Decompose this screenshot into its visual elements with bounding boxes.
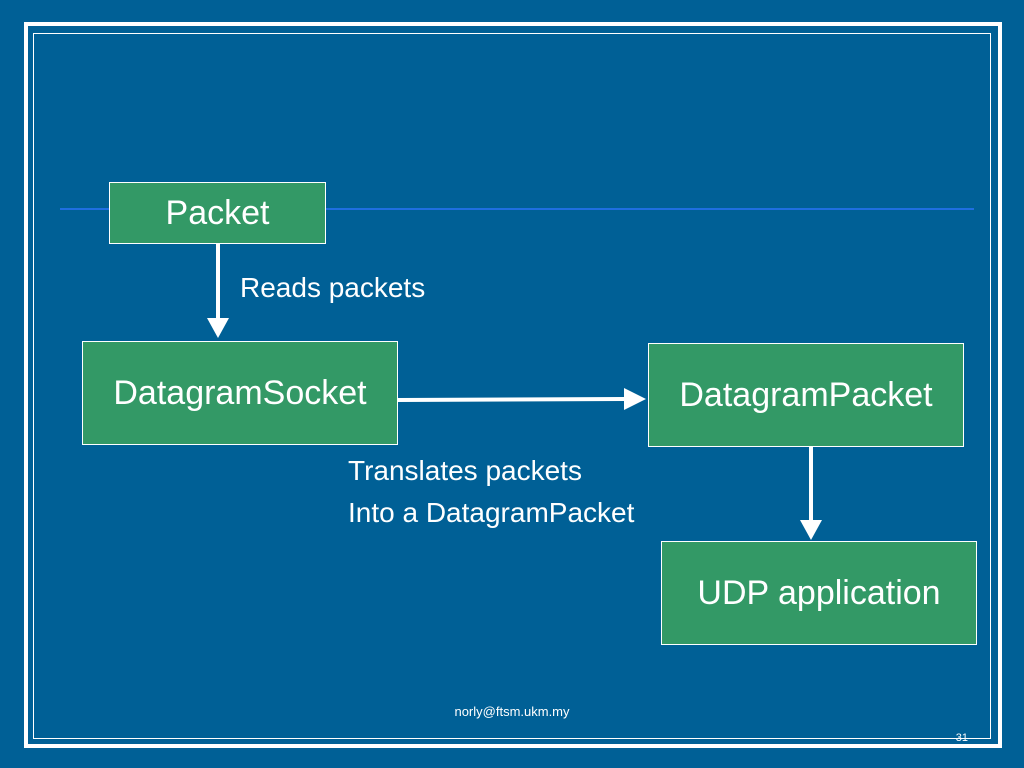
title-rule	[60, 208, 974, 210]
node-datagram-packet: DatagramPacket	[648, 343, 964, 447]
slide-number: 31	[955, 732, 968, 744]
edge-label-translates: Translates packets Into a DatagramPacket	[348, 450, 634, 534]
edge-label-translates-line1: Translates packets	[348, 455, 582, 486]
slide-frame-outer	[24, 22, 1002, 748]
edge-label-reads: Reads packets	[240, 272, 426, 303]
node-datagram-socket: DatagramSocket	[82, 341, 398, 445]
node-udp-application: UDP application	[661, 541, 977, 645]
edge-label-translates-line2: Into a DatagramPacket	[348, 497, 635, 528]
node-packet: Packet	[109, 182, 326, 244]
slide-frame-inner	[33, 33, 991, 739]
footer-email: norly@ftsm.ukm.my	[454, 704, 570, 719]
